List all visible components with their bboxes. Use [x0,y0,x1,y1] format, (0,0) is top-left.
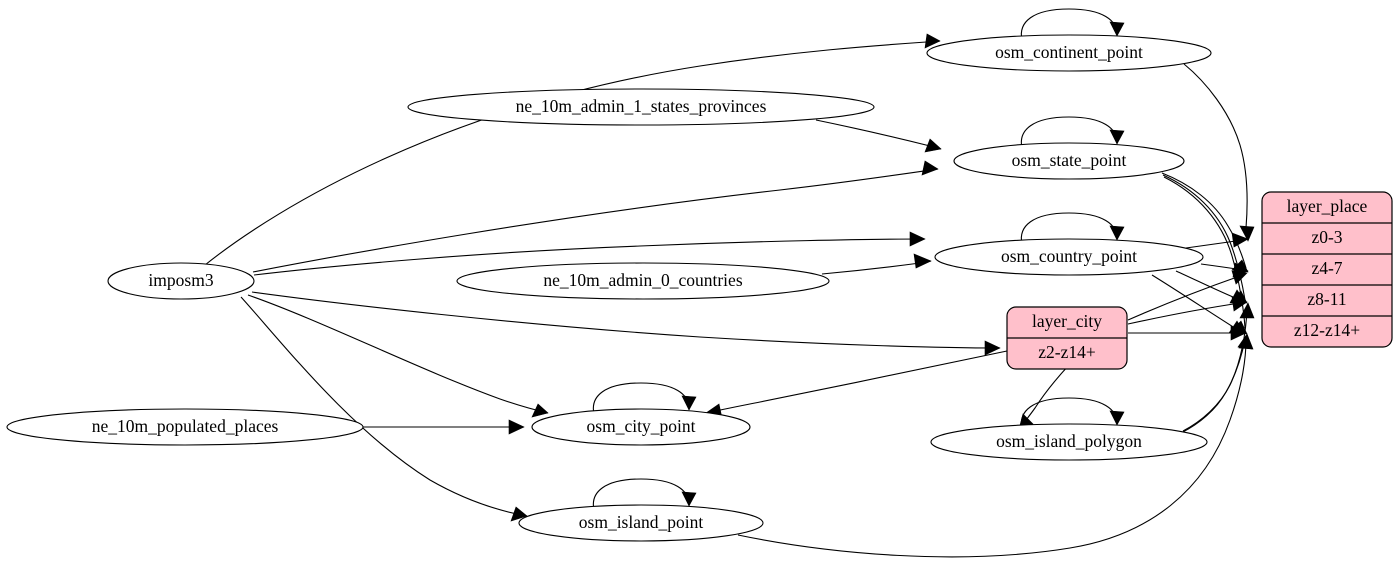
layer-place-row-z8-11[interactable]: z8-11 [1307,289,1346,309]
layer-place-row-z0-3[interactable]: z0-3 [1311,227,1342,247]
layer-city-row-z2-z14[interactable]: z2-z14+ [1038,342,1096,362]
edge-imposm3-to-osm-country-point [253,231,926,276]
edge-layer-city-to-osm-island-polygon [1018,364,1070,430]
layer-place-header-label: layer_place [1287,196,1368,216]
node-osm-island-polygon-label: osm_island_polygon [996,431,1142,451]
edge-imposm3-to-osm-city-point [247,294,549,418]
layer-place-row-z12-z14[interactable]: z12-z14+ [1294,320,1360,340]
edge-ne-places-to-osm-city-point [363,419,525,435]
node-ne-10m-admin-0-countries[interactable]: ne_10m_admin_0_countries [456,262,830,300]
edge-osm-country-point-self-loop [1020,212,1125,245]
node-osm-state-point-label: osm_state_point [1012,150,1127,170]
edge-layer-city-to-osm-city-point [705,350,1008,419]
node-osm-island-point[interactable]: osm_island_point [518,504,764,542]
node-ne-states-label: ne_10m_admin_1_states_provinces [516,96,767,116]
edge-osm-country-point-to-layer-place-z0-3 [1185,232,1249,249]
node-osm-continent-point[interactable]: osm_continent_point [926,34,1212,72]
node-osm-island-point-label: osm_island_point [579,512,704,532]
edge-osm-continent-point-to-layer-place-z0-3 [1183,63,1255,242]
node-imposm3-label: imposm3 [148,270,213,290]
record-node-layer: layer_place z0-3 z4-7 z8-11 z12-z14+ lay… [1006,191,1393,370]
node-imposm3[interactable]: imposm3 [107,262,255,300]
edge-osm-state-point-self-loop [1020,116,1125,149]
edge-osm-city-point-self-loop [592,382,697,415]
edge-imposm3-to-layer-city [251,291,1001,356]
node-osm-country-point[interactable]: osm_country_point [934,238,1204,276]
edge-ne-countries-to-osm-country-point [821,253,932,275]
node-osm-state-point[interactable]: osm_state_point [953,142,1185,180]
edge-layer-city-to-layer-place-z12-z14 [1127,325,1247,341]
edge-osm-continent-point-self-loop [1020,8,1125,41]
node-osm-continent-point-label: osm_continent_point [995,42,1143,62]
edge-layer [204,8,1255,558]
layer-place-row-z4-7[interactable]: z4-7 [1311,258,1342,278]
edge-layer-city-to-layer-place-z8-11 [1127,296,1248,325]
edge-ne-states-to-osm-state-point [815,119,942,153]
node-osm-city-point-label: osm_city_point [587,416,696,436]
node-ne-places-label: ne_10m_populated_places [92,416,279,436]
edge-imposm3-to-osm-continent-point [204,33,941,266]
node-layer-place[interactable]: layer_place z0-3 z4-7 z8-11 z12-z14+ [1261,191,1393,348]
layer-city-header-label: layer_city [1032,311,1102,331]
edge-imposm3-to-osm-island-point [240,296,528,522]
node-layer-city[interactable]: layer_city z2-z14+ [1006,306,1128,370]
edge-osm-island-point-self-loop [592,478,697,511]
edge-osm-island-point-to-layer-place-z12-z14 [737,333,1254,558]
edge-layer-city-to-layer-place-z4-7 [1127,270,1248,321]
node-ne-10m-admin-1-states-provinces[interactable]: ne_10m_admin_1_states_provinces [407,88,875,126]
node-osm-city-point[interactable]: osm_city_point [531,408,751,446]
node-osm-island-polygon[interactable]: osm_island_polygon [930,423,1208,461]
node-osm-country-point-label: osm_country_point [1001,246,1137,266]
node-layer: imposm3 ne_10m_admin_1_states_provinces … [6,34,1212,542]
node-ne-10m-populated-places[interactable]: ne_10m_populated_places [6,408,364,446]
edge-imposm3-to-osm-state-point [252,160,939,273]
node-ne-countries-label: ne_10m_admin_0_countries [543,270,742,290]
